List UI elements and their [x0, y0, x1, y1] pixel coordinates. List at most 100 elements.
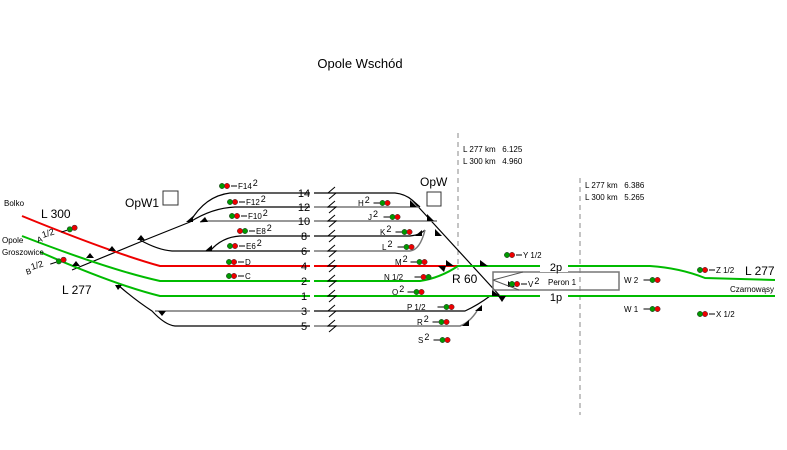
signal-label: L2	[382, 239, 392, 252]
signal-e6[interactable]: E62	[227, 238, 262, 251]
signal-f12[interactable]: F122	[227, 194, 266, 207]
red-lamp-icon	[418, 289, 425, 295]
red-lamp-icon	[421, 259, 428, 265]
red-lamp-icon	[420, 274, 427, 280]
red-lamp-icon	[448, 304, 455, 310]
origin-groszowice: Groszowice	[2, 248, 44, 257]
signal-c[interactable]: C	[226, 272, 251, 281]
signal-f14[interactable]: F142	[219, 178, 258, 191]
signal-label: N 1/2	[384, 273, 404, 282]
signal-e8[interactable]: E82	[237, 223, 272, 236]
green-lamp-icon	[443, 304, 450, 310]
junction-label: R 60	[452, 272, 478, 286]
signal-m[interactable]: M2	[395, 254, 428, 267]
signal-label: J2	[368, 209, 378, 222]
green-lamp-icon	[403, 244, 410, 250]
signal-w1[interactable]: W 1	[624, 305, 661, 314]
signal-label: E82	[256, 223, 272, 236]
green-lamp-icon	[509, 281, 515, 287]
green-lamp-icon	[226, 259, 232, 265]
signal-y12[interactable]: Y 1/2	[504, 251, 542, 260]
green-lamp-icon	[227, 243, 233, 249]
signal-label: P 1/2	[407, 303, 426, 312]
platform-label: Peron 1	[548, 278, 577, 287]
signal-label: B1/2	[24, 259, 46, 277]
red-lamp-icon	[702, 267, 708, 273]
signal-p12[interactable]: P 1/2	[407, 303, 455, 312]
red-lamp-icon	[237, 228, 243, 234]
origin-bolko: Bolko	[4, 199, 25, 208]
line-l277-track2-east	[314, 265, 560, 282]
green-lamp-icon	[379, 200, 386, 206]
signal-post	[61, 229, 68, 233]
track-number: 6	[301, 246, 307, 258]
green-lamp-icon	[401, 229, 408, 235]
green-lamp-icon	[219, 183, 225, 189]
line-l277-track2-west	[21, 235, 310, 282]
green-lamp-icon	[438, 319, 445, 325]
signal-s[interactable]: S2	[418, 332, 451, 345]
signal-label: E62	[246, 238, 262, 251]
red-lamp-icon	[231, 273, 237, 279]
signal-label: D	[245, 258, 251, 267]
destination-czarnowasy: Czarnowąsy	[730, 285, 774, 294]
signal-f10[interactable]: F102	[229, 208, 268, 221]
signal-v[interactable]: V2	[509, 276, 539, 289]
red-lamp-icon	[234, 213, 240, 219]
signal-l[interactable]: L2	[382, 239, 415, 252]
signal-label: Y 1/2	[523, 251, 542, 260]
platform-edge	[492, 271, 524, 291]
track-number: 5	[301, 321, 307, 333]
track-number: 3	[301, 306, 307, 318]
signal-x12[interactable]: X 1/2	[697, 310, 735, 319]
signal-j[interactable]: J2	[368, 209, 401, 222]
track-number: 1	[301, 291, 307, 303]
red-lamp-icon	[60, 256, 67, 263]
red-lamp-icon	[444, 337, 451, 343]
signal-d[interactable]: D	[226, 258, 251, 267]
red-lamp-icon	[394, 214, 401, 220]
signal-w2[interactable]: W 2	[624, 276, 661, 285]
green-lamp-icon	[504, 252, 510, 258]
green-lamp-icon	[425, 274, 432, 280]
km-marker-2-line1: L 277 km 6.386	[585, 181, 645, 190]
signal-r[interactable]: R2	[417, 314, 450, 327]
signal-k[interactable]: K2	[380, 224, 413, 237]
red-lamp-icon	[406, 229, 413, 235]
signal-label: F142	[238, 178, 258, 191]
red-lamp-icon	[232, 243, 238, 249]
red-lamp-icon	[384, 200, 391, 206]
signal-label: W 1	[624, 305, 639, 314]
signal-n12[interactable]: N 1/2	[384, 273, 432, 282]
signal-z12[interactable]: Z 1/2	[697, 266, 735, 275]
signal-label: R2	[417, 314, 429, 327]
signal-box-opw[interactable]	[426, 191, 442, 207]
signal-box-opw1[interactable]	[162, 190, 179, 206]
track-number: 4	[301, 261, 307, 273]
green-lamp-icon	[227, 199, 233, 205]
signal-label: C	[245, 272, 251, 281]
green-lamp-icon	[439, 337, 446, 343]
track-number: 8	[301, 231, 307, 243]
signal-label: S2	[418, 332, 429, 345]
signal-box-opw1-label: OpW1	[125, 196, 159, 210]
track-number: 14	[298, 188, 310, 200]
signal-o[interactable]: O2	[392, 284, 425, 297]
signal-label: A1/2	[35, 227, 57, 245]
diagram-title: Opole Wschód	[317, 56, 402, 71]
red-lamp-icon	[702, 311, 708, 317]
track-number: 10	[298, 216, 310, 228]
green-lamp-icon	[389, 214, 396, 220]
red-lamp-icon	[654, 306, 661, 312]
west-ladder	[71, 192, 310, 327]
track-number-1p: 1p	[550, 292, 562, 304]
signal-label: F102	[248, 208, 268, 221]
signal-h[interactable]: H2	[358, 195, 391, 208]
label-bg	[540, 292, 568, 300]
line-l300-west	[21, 215, 310, 267]
green-lamp-icon	[413, 289, 420, 295]
signal-label: F122	[246, 194, 266, 207]
red-lamp-icon	[514, 281, 520, 287]
signal-label: O2	[392, 284, 404, 297]
